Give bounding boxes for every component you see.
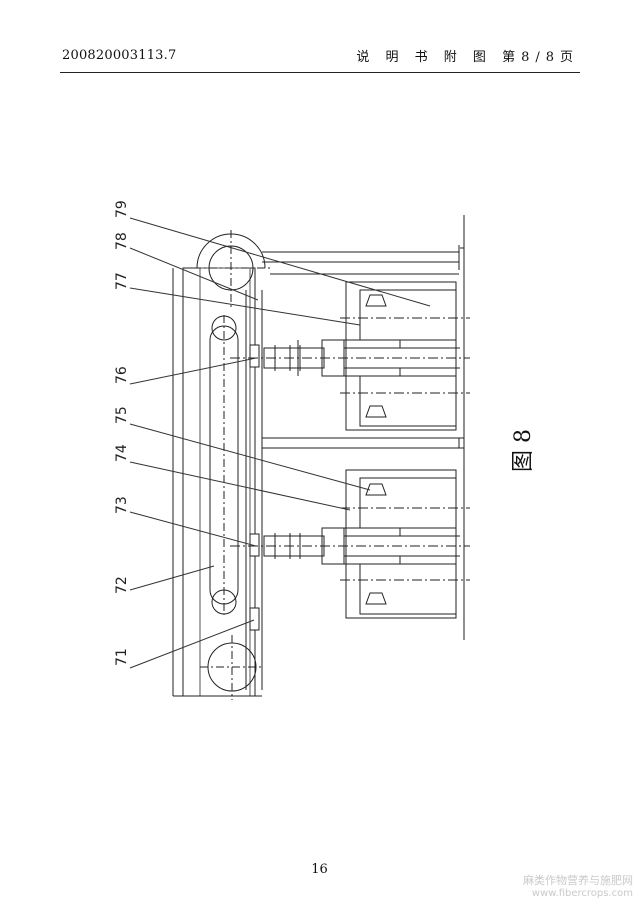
ref-label-79: 79 bbox=[114, 200, 130, 218]
leader-lines bbox=[129, 217, 431, 669]
cylinder-assembly-lower bbox=[230, 527, 470, 565]
slider-block-bottom bbox=[249, 607, 260, 631]
reference-labels: 71 72 73 74 75 76 77 78 79 bbox=[114, 200, 130, 666]
watermark-url: www.fibercrops.com bbox=[531, 888, 633, 899]
top-pulley bbox=[193, 230, 270, 310]
box-group-upper bbox=[340, 281, 470, 431]
ref-label-76: 76 bbox=[114, 366, 130, 384]
ref-label-75: 75 bbox=[114, 406, 130, 424]
slider-block-upper bbox=[249, 344, 260, 368]
box-group-lower bbox=[340, 469, 470, 619]
page-header-title: 说 明 书 附 图 第8/8页 bbox=[356, 46, 579, 65]
patent-number: 200820003113.7 bbox=[62, 48, 177, 63]
figure-caption: 图 8 bbox=[511, 429, 536, 472]
cylinder-assembly-upper bbox=[230, 339, 470, 377]
chain-conveyor bbox=[209, 315, 239, 615]
bottom-pulley bbox=[200, 635, 262, 700]
ref-label-78: 78 bbox=[114, 232, 130, 250]
watermark: 麻类作物营养与施肥网 www.fibercrops.com bbox=[523, 874, 633, 900]
page-number: 16 bbox=[311, 862, 328, 877]
section-title: 说 明 书 附 图 bbox=[356, 50, 492, 65]
header-rule bbox=[60, 72, 580, 73]
ref-label-74: 74 bbox=[114, 444, 130, 462]
page-indicator: 第8/8页 bbox=[502, 50, 579, 65]
ref-label-71: 71 bbox=[114, 648, 130, 666]
ref-label-77: 77 bbox=[114, 272, 130, 290]
ref-label-73: 73 bbox=[114, 496, 130, 514]
conveyor-frame bbox=[172, 267, 263, 697]
watermark-site-name: 麻类作物营养与施肥网 bbox=[523, 874, 633, 887]
ref-label-72: 72 bbox=[114, 576, 130, 594]
slider-block-lower bbox=[249, 533, 260, 557]
